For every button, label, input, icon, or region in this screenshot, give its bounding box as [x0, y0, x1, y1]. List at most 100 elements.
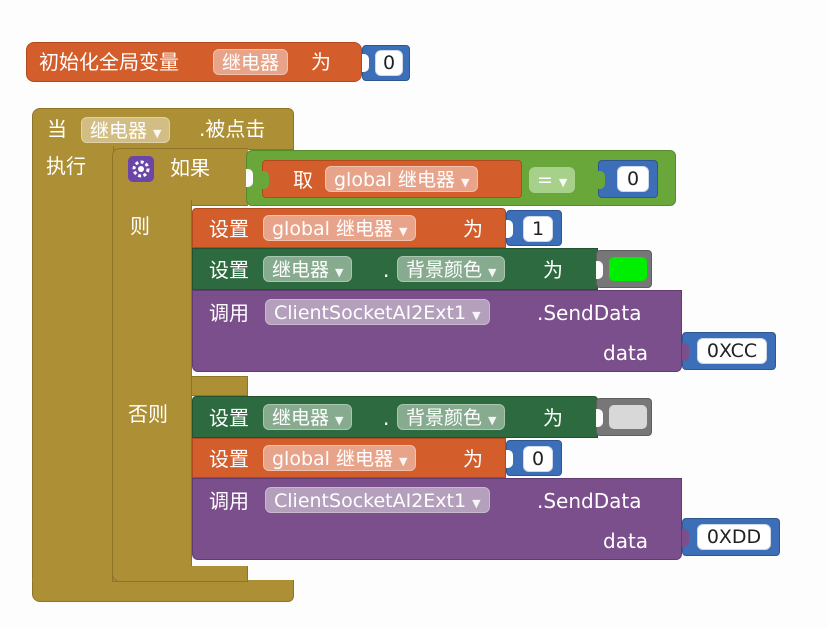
- input-notch: [596, 409, 603, 427]
- chevron-down-icon: ▼: [558, 176, 568, 189]
- set-label: 设置: [209, 258, 249, 282]
- gear-icon: [132, 160, 150, 178]
- input-notch: [262, 171, 269, 189]
- call-component-text: ClientSocketAI2Ext1: [274, 302, 467, 324]
- input-notch: [596, 261, 603, 279]
- operator-text: =: [537, 169, 553, 191]
- variable-name-text: 继电器: [222, 52, 280, 74]
- call-method-label: .SendData: [537, 301, 642, 325]
- chevron-down-icon: ▼: [399, 225, 408, 238]
- else-param-text-block[interactable]: 0XDD: [682, 518, 780, 556]
- init-label: 初始化全局变量: [39, 50, 179, 74]
- chevron-down-icon: ▼: [153, 127, 162, 140]
- set-to-label: 为: [543, 406, 563, 430]
- then-set-value-number-block[interactable]: 1: [506, 210, 562, 246]
- if-block-footer: [112, 566, 248, 582]
- if-block-spine: [112, 200, 192, 582]
- call-method-label: .SendData: [537, 489, 642, 513]
- set-to-label: 为: [543, 258, 563, 282]
- chevron-down-icon: ▼: [335, 414, 344, 427]
- chevron-down-icon: ▼: [335, 266, 344, 279]
- set-to-label: 为: [463, 217, 483, 241]
- set-variable-text: global 继电器: [272, 218, 393, 240]
- set-label: 设置: [209, 447, 249, 471]
- set-property-dropdown[interactable]: 背景颜色▼: [397, 256, 506, 282]
- compare-value-text: 0: [626, 168, 640, 190]
- call-component-text: ClientSocketAI2Ext1: [274, 490, 467, 512]
- then-param-value-field[interactable]: 0XCC: [697, 338, 767, 364]
- input-notch: [362, 54, 369, 72]
- compare-number-block[interactable]: 0: [598, 160, 658, 198]
- dot-label: .: [383, 258, 390, 282]
- then-color-swatch[interactable]: [609, 257, 647, 281]
- then-label: 则: [130, 214, 150, 238]
- set-label: 设置: [209, 406, 249, 430]
- init-value-number-block[interactable]: 0: [362, 45, 410, 81]
- then-param-value-text: 0XCC: [706, 340, 758, 362]
- chevron-down-icon: ▼: [488, 414, 497, 427]
- get-label: 取: [293, 168, 313, 192]
- get-variable-block[interactable]: 取 global 继电器 ▼: [262, 160, 522, 198]
- init-to-label: 为: [311, 50, 331, 74]
- else-set-value-field[interactable]: 0: [523, 446, 553, 472]
- event-block-footer: [32, 580, 294, 602]
- set-component-text: 继电器: [272, 407, 330, 429]
- call-param-label: data: [603, 529, 649, 553]
- if-label: 如果: [170, 156, 210, 180]
- chevron-down-icon: ▼: [472, 309, 481, 322]
- call-label: 调用: [209, 489, 249, 513]
- else-set-variable-block[interactable]: 设置 global 继电器▼ 为: [192, 438, 506, 478]
- chevron-down-icon: ▼: [488, 266, 497, 279]
- set-variable-dropdown[interactable]: global 继电器 ▼: [263, 215, 417, 241]
- call-label: 调用: [209, 301, 249, 325]
- get-variable-dropdown[interactable]: global 继电器 ▼: [325, 166, 479, 192]
- else-set-value-text: 0: [531, 448, 545, 470]
- then-call-senddata-block[interactable]: 调用 ClientSocketAI2Ext1 ▼ .SendData data: [192, 290, 682, 372]
- call-param-label: data: [603, 341, 649, 365]
- then-set-variable-block[interactable]: 设置 global 继电器 ▼ 为: [192, 208, 506, 248]
- input-notch: [682, 529, 689, 547]
- variable-name-field[interactable]: 继电器: [213, 49, 289, 75]
- set-property-text: 背景颜色: [406, 407, 483, 429]
- event-block-header[interactable]: 当 继电器▼ .被点击: [32, 108, 294, 150]
- do-label: 执行: [46, 154, 86, 178]
- set-component-text: 继电器: [272, 259, 330, 281]
- else-color-block[interactable]: [596, 398, 652, 436]
- set-component-dropdown[interactable]: 继电器 ▼: [263, 256, 353, 282]
- event-component-dropdown[interactable]: 继电器 ▼: [81, 117, 171, 143]
- input-notch: [598, 171, 605, 189]
- compare-operator-dropdown[interactable]: =▼: [529, 167, 576, 193]
- when-label: 当: [47, 117, 67, 141]
- then-param-text-block[interactable]: 0XCC: [682, 332, 776, 370]
- then-color-block[interactable]: [596, 250, 652, 288]
- then-set-color-block[interactable]: 设置 继电器 ▼ . 背景颜色▼ 为: [192, 248, 598, 290]
- chevron-down-icon: ▼: [399, 455, 408, 468]
- else-call-senddata-block[interactable]: 调用 ClientSocketAI2Ext1 ▼ .SendData data: [192, 478, 682, 560]
- chevron-down-icon: ▼: [461, 176, 470, 189]
- chevron-down-icon: ▼: [472, 497, 481, 510]
- call-component-dropdown[interactable]: ClientSocketAI2Ext1 ▼: [265, 487, 490, 513]
- else-set-color-block[interactable]: 设置 继电器 ▼ . 背景颜色 ▼ 为: [192, 396, 598, 438]
- event-block-body-left: [32, 146, 114, 586]
- mutator-gear-icon-button[interactable]: [128, 156, 154, 182]
- get-variable-text: global 继电器: [334, 169, 455, 191]
- input-notch: [506, 220, 513, 238]
- else-param-value-field[interactable]: 0XDD: [697, 524, 771, 550]
- then-set-value-text: 1: [531, 218, 545, 240]
- input-notch: [682, 343, 689, 361]
- compare-value-field[interactable]: 0: [617, 166, 649, 192]
- then-set-value-field[interactable]: 1: [523, 216, 553, 242]
- event-component-text: 继电器: [90, 120, 148, 142]
- set-label: 设置: [209, 217, 249, 241]
- set-component-dropdown[interactable]: 继电器 ▼: [263, 404, 353, 430]
- set-property-dropdown[interactable]: 背景颜色 ▼: [397, 404, 506, 430]
- init-value-text: 0: [382, 52, 396, 74]
- set-variable-dropdown[interactable]: global 继电器▼: [263, 445, 417, 471]
- else-color-swatch[interactable]: [609, 405, 647, 429]
- else-set-value-number-block[interactable]: 0: [506, 440, 562, 476]
- call-component-dropdown[interactable]: ClientSocketAI2Ext1 ▼: [265, 299, 490, 325]
- else-label: 否则: [128, 402, 168, 426]
- init-value-field[interactable]: 0: [375, 50, 403, 76]
- dot-label: .: [383, 406, 390, 430]
- init-global-variable-block[interactable]: 初始化全局变量 继电器 为: [26, 42, 362, 82]
